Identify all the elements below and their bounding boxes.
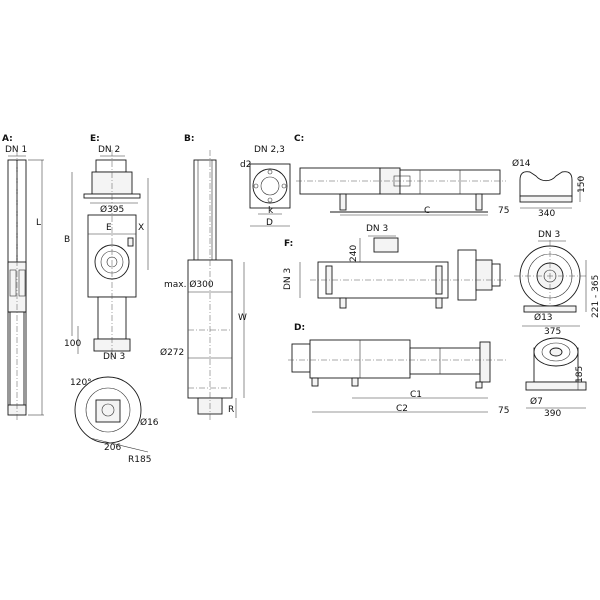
view-d-end: 185 Ø7 390: [525, 337, 587, 419]
view-a-label: A:: [2, 134, 13, 144]
view-e-label: E:: [90, 134, 100, 144]
view-e-r185: R185: [128, 455, 151, 465]
view-b-d272: Ø272: [160, 347, 184, 358]
view-c-d2: d2: [240, 160, 251, 170]
view-e-h100: 100: [64, 339, 81, 349]
view-e-b: B: [64, 235, 70, 245]
view-a: A: DN 1 L: [2, 134, 44, 420]
view-f-label: F:: [284, 239, 293, 249]
view-a-dn1: DN 1: [5, 145, 27, 155]
view-b-w: W: [238, 313, 247, 323]
saddle-c: Ø14 150 340: [512, 158, 587, 219]
view-e: E: DN 2 Ø395 E X B 100 DN 3 120° Ø16 206…: [64, 134, 159, 465]
view-f-end-375: 375: [544, 327, 561, 337]
view-c-c: C: [424, 206, 430, 216]
view-c-k: k: [268, 206, 274, 216]
view-d-end-d7: Ø7: [530, 396, 543, 407]
view-d-label: D:: [294, 323, 305, 333]
view-d-end-390: 390: [544, 409, 561, 419]
view-e-dn2: DN 2: [98, 145, 120, 155]
view-d-c2: C2: [396, 404, 408, 414]
view-e-x: X: [138, 223, 144, 233]
view-f-end: DN 3 221 - 365 Ø13 375: [514, 230, 600, 337]
view-c: C: C 75: [294, 134, 509, 216]
view-f-240: 240: [349, 245, 359, 262]
view-b-label: B:: [184, 134, 194, 144]
saddle-d14: Ø14: [512, 158, 531, 169]
saddle-150: 150: [577, 176, 587, 193]
view-e-e: E: [106, 223, 112, 233]
view-e-a120: 120°: [70, 378, 92, 388]
view-c-d: D: [266, 218, 273, 228]
view-e-d16: Ø16: [140, 417, 159, 428]
saddle-340: 340: [538, 209, 555, 219]
view-c-75: 75: [498, 206, 509, 216]
view-f-dn3: DN 3: [366, 224, 388, 234]
view-d-end-185: 185: [575, 366, 585, 383]
view-f-end-d13: Ø13: [534, 312, 553, 323]
view-f-end-221: 221 - 365: [591, 275, 600, 318]
view-f-dn3-left: DN 3: [283, 268, 293, 290]
view-f: F: DN 3 240 DN 3: [283, 224, 506, 309]
view-d: D: C1 C2 75: [288, 323, 509, 416]
view-c-dn23: DN 2,3: [254, 145, 285, 155]
view-c-label: C:: [294, 134, 304, 144]
view-b-r: R: [228, 405, 234, 415]
view-d-c1: C1: [410, 390, 422, 400]
view-e-206: 206: [104, 443, 121, 453]
view-a-l: L: [36, 218, 41, 228]
view-d-75: 75: [498, 406, 509, 416]
view-f-end-dn3: DN 3: [538, 230, 560, 240]
view-b-max300: max. Ø300: [164, 279, 214, 290]
view-b: B: max. Ø300 W Ø272 R: [160, 134, 247, 420]
view-c-flange: DN 2,3 d2 k D: [240, 145, 291, 228]
view-e-dn3: DN 3: [103, 352, 125, 362]
